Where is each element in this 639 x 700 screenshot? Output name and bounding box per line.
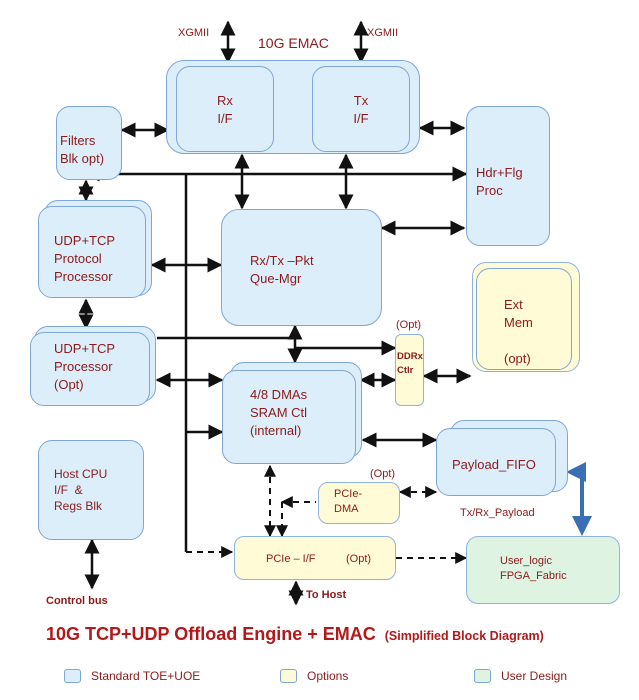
legend-standard: Standard TOE+UOE xyxy=(64,666,200,686)
legend-options: Options xyxy=(280,666,348,686)
pcie-interface-block xyxy=(234,536,396,580)
packet-queue-label: Rx/Tx –Pkt Que-Mgr xyxy=(250,253,314,286)
hdr-flg-label: Hdr+Flg Proc xyxy=(476,165,523,198)
xgmii-right-label: XGMII xyxy=(367,27,399,39)
tx-interface xyxy=(312,66,410,152)
payload-fifo-block xyxy=(436,428,556,496)
diagram-title-main: 10G TCP+UDP Offload Engine + EMAC xyxy=(46,624,376,644)
ext-mem-label: Ext Mem (opt) xyxy=(504,297,533,366)
udp-tcp-opt-label: UDP+TCP Processor (Opt) xyxy=(54,341,116,392)
udp-tcp-protocol-label: UDP+TCP Protocol Processor xyxy=(54,233,116,284)
udp-tcp-protocol-processor xyxy=(38,206,146,298)
host-cpu-block xyxy=(38,440,144,540)
emac-title: 10G EMAC xyxy=(258,35,329,51)
legend-label-standard: Standard TOE+UOE xyxy=(91,669,201,683)
dma-label: 4/8 DMAs SRAM Ctl (internal) xyxy=(250,387,308,438)
hdr-flg-block xyxy=(466,106,550,246)
pcie-if-label: PCIe – I/F xyxy=(266,553,316,565)
host-cpu-label: Host CPU I/F & Regs Blk xyxy=(54,467,108,513)
dma-sram-block xyxy=(222,370,356,464)
pcie-dma-block xyxy=(318,482,400,524)
payload-fifo-label: Payload_FIFO xyxy=(452,457,536,472)
pcie-dma-label: PCIe- DMA xyxy=(334,488,363,515)
ddrx-controller xyxy=(395,334,424,406)
ddrx-label: DDRx Ctlr xyxy=(397,351,423,376)
tx-label: Tx I/F xyxy=(353,93,369,126)
packet-queue-manager xyxy=(221,209,382,326)
legend-swatch-user xyxy=(474,669,491,683)
pcie-if-opt-label: (Opt) xyxy=(346,553,372,565)
pcie-dma-opt-label: (Opt) xyxy=(370,468,396,480)
rx-interface xyxy=(176,66,274,152)
control-bus-label: Control bus xyxy=(46,595,108,607)
ext-mem-block xyxy=(476,268,572,370)
filters-block xyxy=(56,106,122,180)
legend-swatch-options xyxy=(280,669,297,683)
user-logic-label: User_logic FPGA_Fabric xyxy=(500,555,567,582)
legend-user-design: User Design xyxy=(474,666,567,686)
udp-tcp-processor-opt xyxy=(30,332,150,406)
legend-label-options: Options xyxy=(307,669,349,683)
legend-swatch-standard xyxy=(64,669,81,683)
rx-label: Rx I/F xyxy=(217,93,233,126)
diagram-title: 10G TCP+UDP Offload Engine + EMAC (Simpl… xyxy=(46,624,544,645)
diagram-subtitle: (Simplified Block Diagram) xyxy=(384,629,544,643)
xgmii-left-label: XGMII xyxy=(178,27,210,39)
payload-caption: Tx/Rx_Payload xyxy=(460,507,535,519)
user-logic-block xyxy=(466,536,620,604)
to-host-label: To Host xyxy=(306,589,347,601)
filters-label: Filters Blk opt) xyxy=(60,133,105,166)
ddrx-opt-label: (Opt) xyxy=(396,319,422,331)
legend-label-user: User Design xyxy=(501,669,568,683)
